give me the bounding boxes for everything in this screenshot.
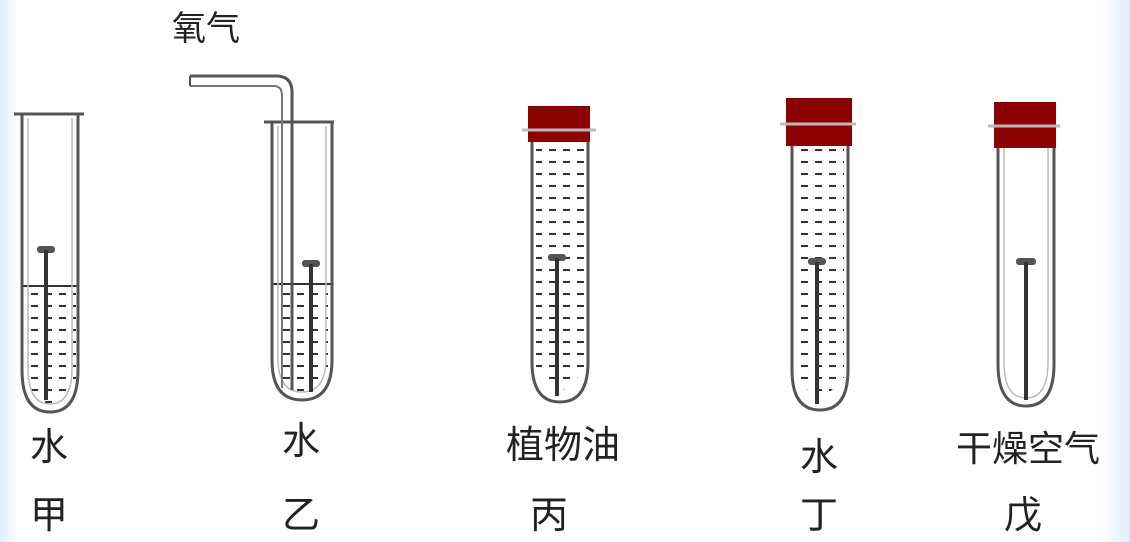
iron-nail-ding bbox=[808, 258, 826, 404]
tube-name-wu: 戊 bbox=[1004, 493, 1043, 537]
liquid-bottom-bing bbox=[536, 366, 584, 390]
tube-yi bbox=[189, 74, 334, 402]
oxygen-delivery-pipe bbox=[190, 74, 294, 390]
iron-nail-yi bbox=[302, 260, 320, 392]
iron-nail-wu bbox=[1016, 258, 1036, 400]
tube-name-jia: 甲 bbox=[30, 493, 69, 537]
tube-name-bing: 丙 bbox=[530, 493, 569, 537]
tube-outline-jia bbox=[14, 112, 84, 414]
tube-name-ding: 丁 bbox=[800, 493, 839, 537]
contents-label-bing: 植物油 bbox=[506, 423, 621, 467]
contents-label-wu: 干燥空气 bbox=[956, 429, 1101, 470]
tube-outline-ding bbox=[790, 140, 850, 412]
tube-ding bbox=[780, 98, 856, 412]
contents-label-ding: 水 bbox=[800, 435, 839, 479]
stopper-ding bbox=[786, 98, 852, 146]
oxygen-delivery-pipe-inner bbox=[190, 85, 283, 388]
liquid-bottom-ding bbox=[796, 372, 844, 396]
tube-name-yi: 乙 bbox=[282, 493, 321, 537]
liquid-water-yi bbox=[276, 284, 328, 376]
tube-bing bbox=[522, 106, 596, 404]
stopper-bing bbox=[528, 106, 590, 142]
liquid-water-jia bbox=[24, 286, 76, 386]
contents-label-jia: 水 bbox=[30, 425, 69, 469]
tube-inner-jia bbox=[27, 118, 73, 405]
oxygen-label: 氧气 bbox=[172, 9, 240, 49]
tube-outline-bing bbox=[530, 134, 590, 404]
contents-label-yi: 水 bbox=[282, 419, 321, 463]
tube-outline-wu bbox=[996, 136, 1056, 408]
tube-inner-yi bbox=[277, 126, 327, 393]
iron-nail-bing bbox=[548, 254, 566, 396]
iron-nail-jia bbox=[37, 246, 55, 400]
tube-outline-yi bbox=[264, 120, 334, 402]
tube-wu bbox=[988, 102, 1060, 408]
tube-jia bbox=[14, 112, 84, 414]
